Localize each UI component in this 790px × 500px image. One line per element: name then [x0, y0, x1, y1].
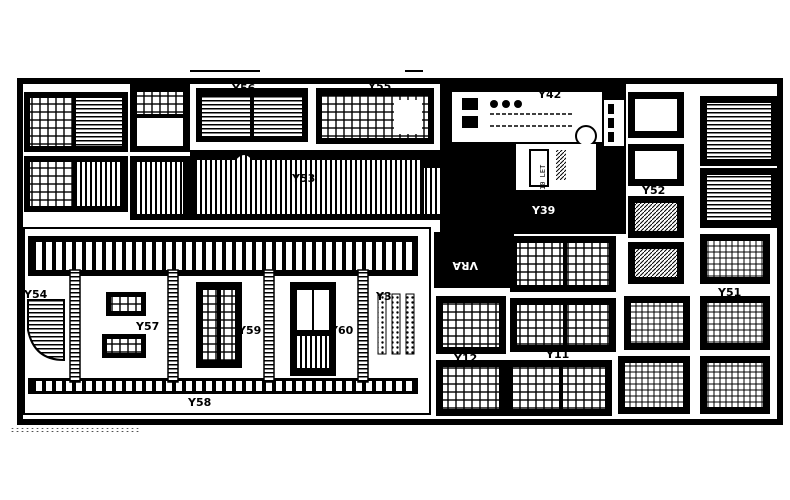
- label-y51: Y51: [717, 286, 741, 299]
- part-lower-left-assembly: Y54 Y57 Y59 Y60 Y3 Y58: [23, 227, 431, 415]
- label-10-let: 10 LET: [539, 164, 547, 190]
- label-y57: Y57: [135, 320, 159, 333]
- label-y59: Y59: [237, 324, 261, 337]
- label-y60: Y60: [329, 324, 354, 337]
- label-y12: Y12: [453, 352, 477, 365]
- label-y11: Y11: [545, 348, 569, 361]
- window-group-right: Y52 Y51: [618, 92, 778, 414]
- label-y39: Y39: [531, 204, 555, 217]
- label-y42: Y42: [537, 88, 561, 101]
- part-y11-y12: VRA Y12 Y11: [434, 232, 616, 416]
- label-y3: Y3: [375, 290, 392, 303]
- label-y41: Y41: [591, 192, 615, 205]
- label-y53: Y53: [291, 172, 315, 185]
- part-y56: Y56: [196, 82, 308, 142]
- part-y42: Y42 Y40 Y41 Y39 10 LET: [440, 84, 626, 234]
- label-y54: Y54: [23, 288, 48, 301]
- label-vra: VRA: [452, 259, 478, 272]
- part-y55: Y55: [316, 80, 434, 144]
- label-y40: Y40: [465, 140, 490, 153]
- label-y58: Y58: [187, 396, 211, 409]
- window-group-top-left: [24, 84, 190, 220]
- label-y55: Y55: [367, 80, 391, 93]
- label-y52: Y52: [641, 184, 665, 197]
- label-y56: Y56: [231, 82, 256, 95]
